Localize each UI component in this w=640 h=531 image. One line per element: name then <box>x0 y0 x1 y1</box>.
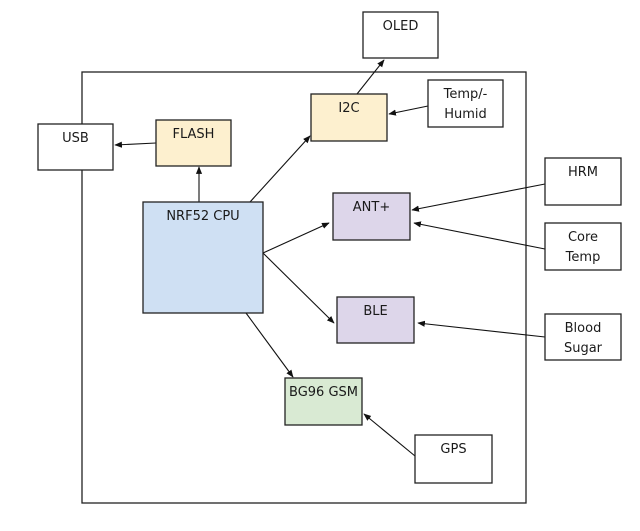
edge-cpu-to-i2c <box>249 135 311 203</box>
node-label-hrm: HRM <box>568 165 598 180</box>
node-label-gsm: BG96 GSM <box>289 385 358 400</box>
edge-temphumid-to-i2c <box>388 105 429 116</box>
node-label-temphumid: Temp/- <box>443 87 488 102</box>
node-usb: USB <box>37 123 114 171</box>
node-box-coretemp <box>544 222 622 271</box>
edge-bloodsugar-to-ble <box>417 320 546 338</box>
node-ble: BLE <box>336 296 415 344</box>
edge-hrm-to-ant <box>411 183 546 212</box>
node-label-coretemp: Temp <box>565 250 601 265</box>
node-box-ant <box>332 192 411 241</box>
node-box-gps <box>414 434 493 484</box>
node-gsm: BG96 GSM <box>284 377 363 426</box>
node-label-ant: ANT+ <box>353 200 390 215</box>
node-ant: ANT+ <box>332 192 411 241</box>
node-label-i2c: I2C <box>338 101 359 116</box>
edge-flash-to-usb <box>114 141 157 148</box>
edge-cpu-to-ble <box>262 252 335 324</box>
edge-gps-to-gsm <box>363 413 416 457</box>
node-cpu: NRF52 CPU <box>142 201 264 314</box>
node-label-usb: USB <box>62 131 89 146</box>
node-label-gps: GPS <box>440 442 466 457</box>
edge-cpu-to-ant <box>262 222 330 254</box>
edge-i2c-to-oled <box>356 59 385 95</box>
edge-cpu-to-gsm <box>245 312 294 378</box>
node-box-usb <box>37 123 114 171</box>
node-label-coretemp: Core <box>568 230 598 245</box>
edges-layer <box>114 59 546 457</box>
node-box-flash <box>155 119 232 167</box>
node-label-bloodsugar: Sugar <box>564 341 603 356</box>
node-label-bloodsugar: Blood <box>565 321 602 336</box>
node-label-temphumid: Humid <box>444 107 487 122</box>
node-box-gsm <box>284 377 363 426</box>
node-box-i2c <box>310 93 388 142</box>
node-label-oled: OLED <box>383 19 419 34</box>
node-label-cpu: NRF52 CPU <box>166 209 239 224</box>
node-hrm: HRM <box>544 157 622 206</box>
node-label-flash: FLASH <box>173 127 215 142</box>
node-box-cpu <box>142 201 264 314</box>
node-label-ble: BLE <box>363 304 387 319</box>
node-box-bloodsugar <box>544 313 622 361</box>
node-box-hrm <box>544 157 622 206</box>
device-boundary <box>81 71 527 504</box>
node-flash: FLASH <box>155 119 232 167</box>
node-temphumid: Temp/- Humid <box>427 79 504 128</box>
node-box-ble <box>336 296 415 344</box>
node-oled: OLED <box>362 11 439 59</box>
node-box-oled <box>362 11 439 59</box>
edge-coretemp-to-ant <box>413 221 546 250</box>
node-box-temphumid <box>427 79 504 128</box>
node-gps: GPS <box>414 434 493 484</box>
node-i2c: I2C <box>310 93 388 142</box>
